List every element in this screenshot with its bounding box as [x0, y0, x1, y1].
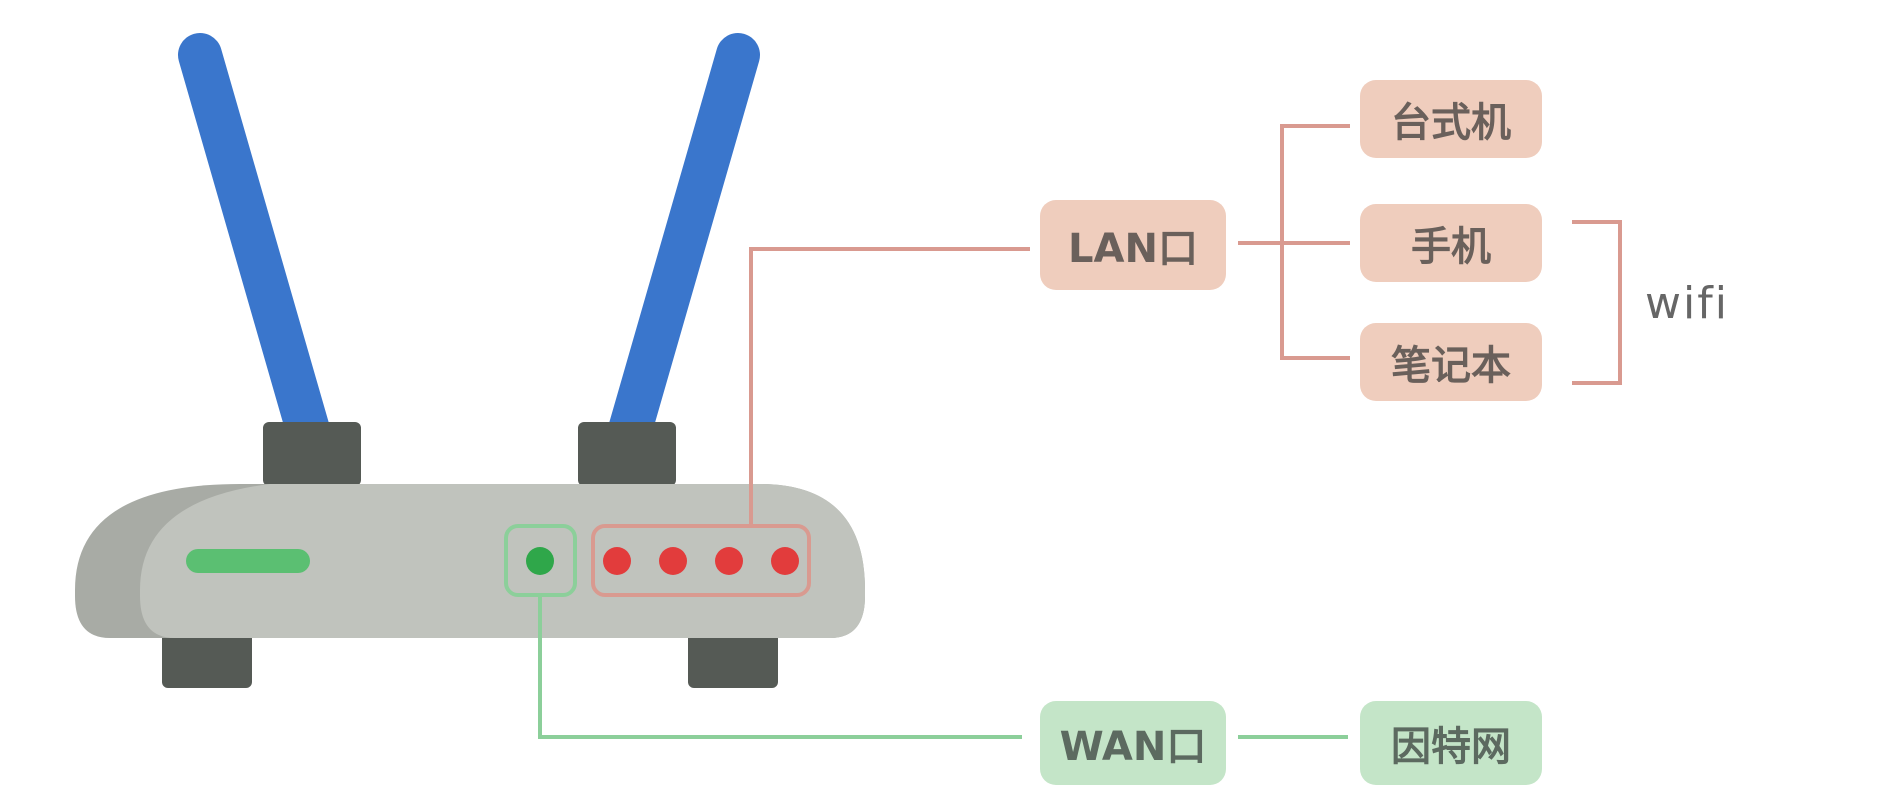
left-antenna-base	[263, 422, 361, 486]
right-antenna-base	[578, 422, 676, 486]
desktop-node: 台式机	[1360, 80, 1542, 158]
router-body	[140, 484, 865, 638]
wan-node: WAN口	[1040, 701, 1226, 785]
right-antenna	[608, 33, 760, 452]
phone-node: 手机	[1360, 204, 1542, 282]
wifi-bracket	[1572, 220, 1622, 385]
lan-port	[659, 547, 687, 575]
wifi-label: wifi	[1645, 278, 1729, 329]
laptop-node: 笔记本	[1360, 323, 1542, 401]
internet-node: 因特网	[1360, 701, 1542, 785]
lan-port	[771, 547, 799, 575]
left-foot	[162, 630, 252, 688]
right-foot	[688, 630, 778, 688]
wan-port	[526, 547, 554, 575]
lan-port	[603, 547, 631, 575]
lan-node: LAN口	[1040, 200, 1226, 290]
lan-port	[715, 547, 743, 575]
left-antenna	[178, 33, 330, 452]
lan-port-frame	[591, 524, 811, 597]
lan-connector-line	[749, 247, 1030, 526]
wan-connector-line	[538, 595, 1022, 739]
